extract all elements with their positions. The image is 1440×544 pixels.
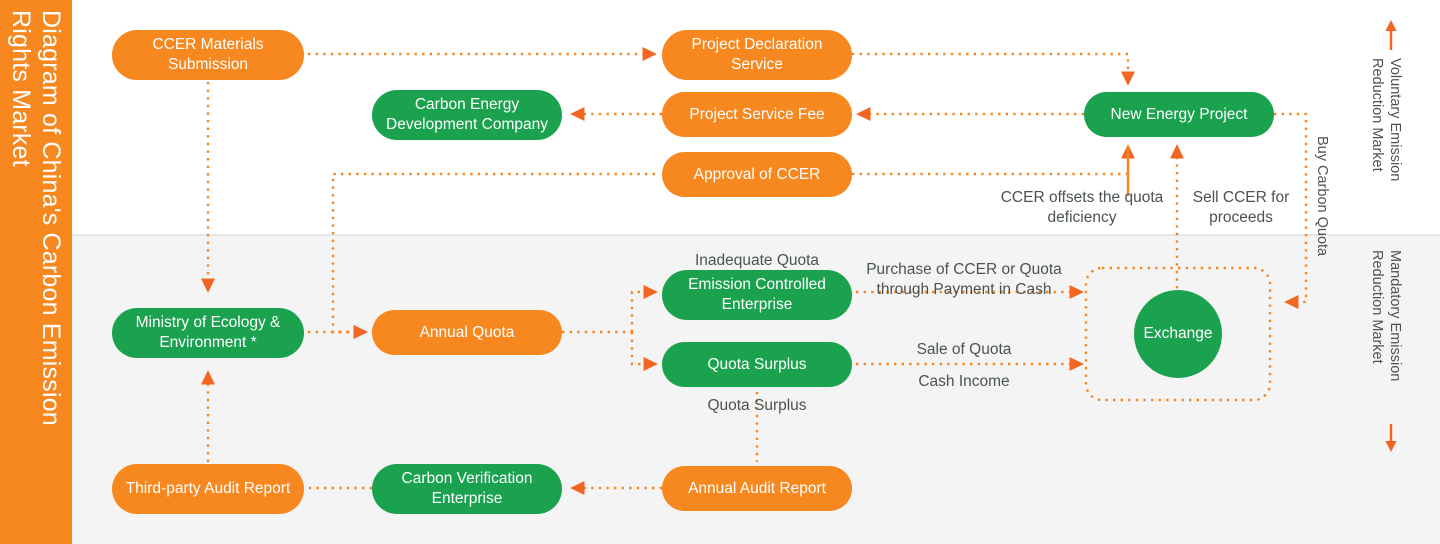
node-exchange[interactable]: Exchange <box>1134 290 1222 378</box>
band-label-voluntary: Voluntary Emission Reduction Market <box>1369 58 1403 182</box>
label-sell-ccer-for-proceeds: Sell CCER for proceeds <box>1192 189 1290 226</box>
page-title: Diagram of China's Carbon Emission Right… <box>7 10 65 426</box>
node-label: Third-party Audit Report <box>125 480 291 497</box>
node-label: Approval of CCER <box>693 165 821 183</box>
node-third-party-audit-report[interactable]: Third-party Audit Report <box>112 464 304 514</box>
node-label: Ministry of Ecology & Environment * <box>135 314 281 351</box>
node-emission-controlled-enterprise[interactable]: Emission Controlled Enterprise <box>662 270 852 320</box>
node-label: Exchange <box>1143 325 1213 342</box>
band-label-mandatory: Mandatory Emission Reduction Market <box>1369 250 1403 382</box>
node-carbon-verification-enterprise[interactable]: Carbon Verification Enterprise <box>372 464 562 514</box>
node-annual-quota[interactable]: Annual Quota <box>372 310 562 355</box>
diagram-title-bar: Diagram of China's Carbon Emission Right… <box>0 0 72 544</box>
node-label: Annual Audit Report <box>688 479 826 497</box>
label-purchase-ccer-or-quota: Purchase of CCER or Quota through Paymen… <box>866 261 1062 298</box>
node-label: Carbon Verification Enterprise <box>401 470 533 507</box>
node-project-declaration-service[interactable]: Project Declaration Service <box>662 30 852 80</box>
node-label: Project Declaration Service <box>691 36 823 73</box>
label-buy-carbon-quota: Buy Carbon Quota <box>1314 136 1330 257</box>
node-label: New Energy Project <box>1110 105 1248 123</box>
label-quota-surplus-below: Quota Surplus <box>707 397 807 414</box>
node-new-energy-project[interactable]: New Energy Project <box>1084 92 1274 137</box>
label-ccer-offsets-quota-deficiency: CCER offsets the quota deficiency <box>1000 189 1164 226</box>
node-annual-audit-report[interactable]: Annual Audit Report <box>662 466 852 511</box>
node-label: CCER Materials Submission <box>152 36 264 73</box>
node-label: Emission Controlled Enterprise <box>688 276 826 313</box>
label-inadequate-quota: Inadequate Quota <box>694 252 820 269</box>
node-project-service-fee[interactable]: Project Service Fee <box>662 92 852 137</box>
node-approval-of-ccer[interactable]: Approval of CCER <box>662 152 852 197</box>
node-label: Project Service Fee <box>689 105 825 123</box>
label-cash-income: Cash Income <box>918 373 1010 390</box>
node-quota-surplus[interactable]: Quota Surplus <box>662 342 852 387</box>
node-label: Quota Surplus <box>707 355 807 373</box>
node-label: Annual Quota <box>419 323 515 341</box>
node-label: Carbon Energy Development Company <box>386 96 548 133</box>
label-sale-of-quota: Sale of Quota <box>916 341 1012 358</box>
node-ccer-materials-submission[interactable]: CCER Materials Submission <box>112 30 304 80</box>
node-carbon-energy-development-company[interactable]: Carbon Energy Development Company <box>372 90 562 140</box>
node-ministry-of-ecology-environment[interactable]: Ministry of Ecology & Environment * <box>112 308 304 358</box>
